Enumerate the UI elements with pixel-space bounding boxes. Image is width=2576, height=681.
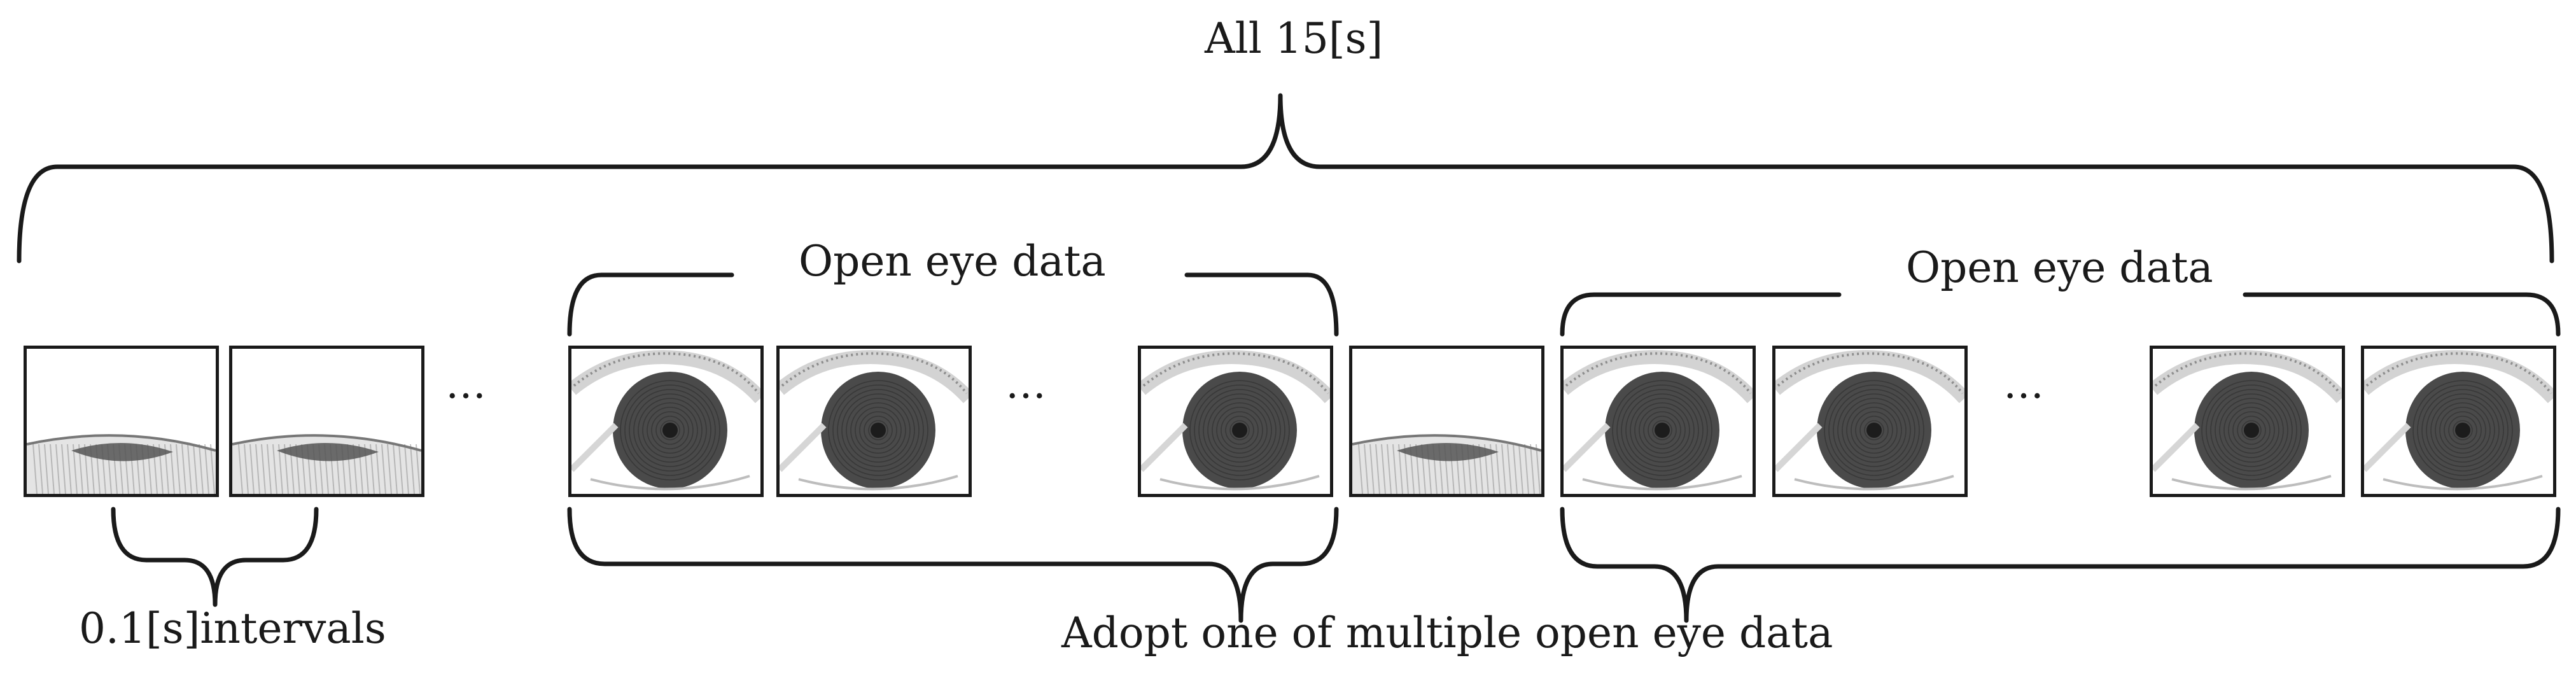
eye-frame-closed (229, 346, 424, 497)
open-eye-bracket-1 (567, 272, 1339, 337)
interval-label: 0.1[s]intervals (79, 604, 386, 653)
total-brace (17, 93, 2554, 263)
eye-frame-open (1772, 346, 1968, 497)
eye-frame-open (776, 346, 972, 497)
ellipsis-1: … (445, 361, 486, 408)
eye-frame-closed (24, 346, 219, 497)
interval-brace (111, 507, 319, 607)
eye-frame-open (568, 346, 764, 497)
open-eye-label-1: Open eye data (799, 237, 1106, 286)
open-eye-label-2: Open eye data (1906, 243, 2213, 292)
ellipsis-2: … (1005, 361, 1046, 408)
eye-frame-open (2150, 346, 2345, 497)
total-duration-label: All 15[s] (1205, 14, 1383, 63)
open-eye-bracket-2 (1560, 292, 2561, 337)
adopt-brace-1 (567, 507, 1339, 623)
eye-frame-open (2361, 346, 2556, 497)
eye-frame-closed (1349, 346, 1544, 497)
adopt-label: Adopt one of multiple open eye data (1061, 608, 1833, 657)
ellipsis-3: … (2003, 361, 2044, 408)
eye-frame-open (1138, 346, 1333, 497)
eye-frame-open (1560, 346, 1756, 497)
adopt-brace-2 (1560, 507, 2561, 623)
